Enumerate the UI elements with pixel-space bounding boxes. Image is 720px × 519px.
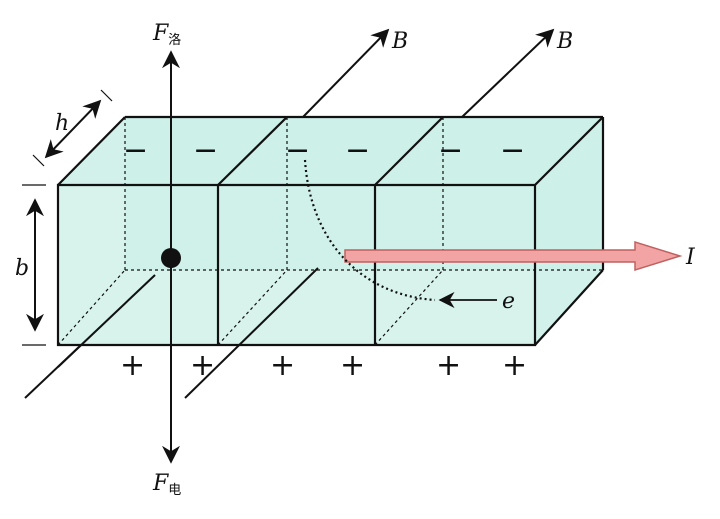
electron-label: e bbox=[502, 289, 515, 314]
depth-tick-right bbox=[100, 89, 113, 102]
positive-charge: + bbox=[502, 348, 527, 383]
conductor-slab bbox=[56, 115, 605, 347]
positive-charge: + bbox=[436, 348, 461, 383]
b-field-arrow-2 bbox=[461, 28, 555, 118]
negative-charge: − bbox=[285, 133, 310, 168]
edge-top-right bbox=[534, 116, 604, 186]
negative-charge: − bbox=[193, 133, 218, 168]
height-label: b bbox=[15, 256, 29, 281]
current-arrow bbox=[344, 240, 683, 272]
positive-charge: + bbox=[270, 348, 295, 383]
hidden-edge-left-bottom bbox=[57, 269, 126, 346]
hidden-edge-section2-bottom bbox=[217, 269, 288, 346]
positive-charge: + bbox=[340, 348, 365, 383]
depth-tick-left bbox=[32, 154, 45, 167]
section-divider-1-top bbox=[217, 116, 288, 186]
positive-charge: + bbox=[120, 348, 145, 383]
hidden-edge-section3-bottom bbox=[374, 269, 444, 346]
b-field-line-left-front bbox=[57, 274, 156, 368]
current-label: I bbox=[685, 245, 696, 270]
b-field-label-1: B bbox=[391, 29, 408, 54]
depth-label: h bbox=[55, 111, 69, 136]
negative-charge: − bbox=[123, 133, 148, 168]
b-field-line-mid-lower bbox=[184, 267, 319, 399]
slab-top-face bbox=[58, 117, 603, 185]
depth-dimension-arrow bbox=[44, 99, 102, 159]
charge-dot bbox=[161, 248, 181, 268]
section-divider-2-top bbox=[374, 116, 444, 186]
electric-force-label: F电 bbox=[152, 471, 181, 498]
b-field-arrow-1 bbox=[302, 28, 390, 118]
b-field-label-2: B bbox=[556, 29, 573, 54]
edge-right-bottom bbox=[534, 269, 604, 346]
positive-charge: + bbox=[190, 348, 215, 383]
negative-charge: − bbox=[345, 133, 370, 168]
lorentz-force-label: F洛 bbox=[152, 21, 181, 48]
slab-front-face bbox=[58, 185, 535, 345]
negative-charge: − bbox=[500, 133, 525, 168]
negative-charge: − bbox=[438, 133, 463, 168]
